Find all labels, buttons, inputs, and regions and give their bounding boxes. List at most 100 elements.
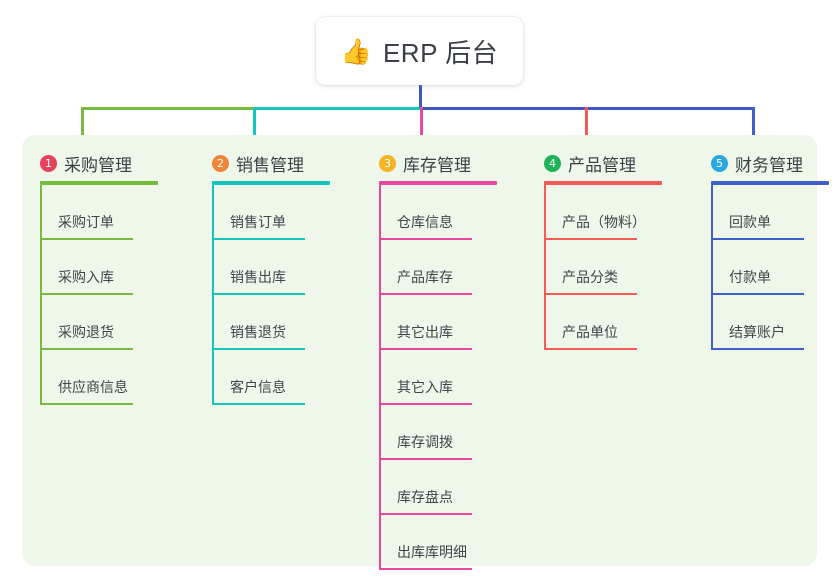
branch-spine — [40, 185, 42, 405]
branch-children: 回款单付款单结算账户 — [702, 185, 829, 350]
leaf-rule — [711, 348, 804, 350]
branch-column-3[interactable]: 3 库存管理仓库信息产品库存其它出库其它入库库存调拨库存盘点出库库明细 — [370, 148, 497, 570]
branch-header-2[interactable]: 2 销售管理 — [203, 148, 330, 178]
branch-header-3[interactable]: 3 库存管理 — [370, 148, 497, 178]
leaf-rule — [379, 458, 472, 460]
leaf-label: 产品库存 — [397, 269, 453, 285]
leaf-rule — [40, 348, 133, 350]
leaf-item[interactable]: 客户信息 — [203, 350, 330, 405]
branch-column-1[interactable]: 1 采购管理采购订单采购入库采购退货供应商信息 — [31, 148, 158, 405]
leaf-rule — [711, 293, 804, 295]
branch-spine — [212, 185, 214, 405]
leaf-label: 产品（物料） — [562, 214, 646, 230]
leaf-label: 采购退货 — [58, 324, 114, 340]
leaf-rule — [544, 348, 637, 350]
leaf-rule — [379, 568, 472, 570]
leaf-item[interactable]: 其它入库 — [370, 350, 497, 405]
leaf-label: 其它入库 — [397, 379, 453, 395]
leaf-item[interactable]: 产品分类 — [535, 240, 662, 295]
leaf-rule — [379, 403, 472, 405]
branch-header-5[interactable]: 5 财务管理 — [702, 148, 829, 178]
leaf-rule — [544, 238, 637, 240]
leaf-item[interactable]: 采购订单 — [31, 185, 158, 240]
branch-children: 销售订单销售出库销售退货客户信息 — [203, 185, 330, 405]
root-node-title: ERP 后台 — [382, 37, 499, 68]
branch-header-rule — [711, 181, 829, 185]
leaf-item[interactable]: 产品库存 — [370, 240, 497, 295]
branch-column-2[interactable]: 2 销售管理销售订单销售出库销售退货客户信息 — [203, 148, 330, 405]
leaf-item[interactable]: 回款单 — [702, 185, 829, 240]
leaf-label: 销售订单 — [230, 214, 286, 230]
leaf-rule — [379, 238, 472, 240]
leaf-item[interactable]: 产品单位 — [535, 295, 662, 350]
branch-children: 仓库信息产品库存其它出库其它入库库存调拨库存盘点出库库明细 — [370, 185, 497, 570]
branch-title: 销售管理 — [236, 155, 304, 175]
leaf-label: 供应商信息 — [58, 379, 128, 395]
branch-number-badge: 1 — [40, 154, 57, 172]
leaf-item[interactable]: 采购入库 — [31, 240, 158, 295]
branch-header-rule — [212, 181, 330, 185]
branch-spine — [711, 185, 713, 350]
connector-trunk — [419, 85, 422, 110]
branch-number-badge: 4 — [544, 154, 561, 172]
leaf-label: 采购订单 — [58, 214, 114, 230]
branch-title: 库存管理 — [403, 155, 471, 175]
branch-header-4[interactable]: 4 产品管理 — [535, 148, 662, 178]
branch-column-4[interactable]: 4 产品管理产品（物料） 产品分类产品单位 — [535, 148, 662, 350]
branch-header-1[interactable]: 1 采购管理 — [31, 148, 158, 178]
leaf-rule — [379, 348, 472, 350]
leaf-item[interactable]: 采购退货 — [31, 295, 158, 350]
leaf-item[interactable]: 付款单 — [702, 240, 829, 295]
leaf-item[interactable]: 销售订单 — [203, 185, 330, 240]
leaf-item[interactable]: 供应商信息 — [31, 350, 158, 405]
leaf-rule — [212, 403, 305, 405]
leaf-item[interactable]: 结算账户 — [702, 295, 829, 350]
root-node-erp-backend[interactable]: 👍 ERP 后台 — [316, 17, 523, 85]
leaf-item[interactable]: 库存盘点 — [370, 460, 497, 515]
leaf-label: 销售退货 — [230, 324, 286, 340]
branch-children: 产品（物料） 产品分类产品单位 — [535, 185, 662, 350]
leaf-rule — [379, 293, 472, 295]
leaf-rule — [379, 513, 472, 515]
leaf-label: 产品分类 — [562, 269, 618, 285]
leaf-rule — [212, 238, 305, 240]
leaf-label: 销售出库 — [230, 269, 286, 285]
branch-number-badge: 5 — [711, 154, 728, 172]
branch-header-rule — [544, 181, 662, 185]
leaf-rule — [544, 293, 637, 295]
leaf-item[interactable]: 销售退货 — [203, 295, 330, 350]
leaf-rule — [711, 238, 804, 240]
branch-number-badge: 3 — [379, 154, 396, 172]
branch-title: 财务管理 — [735, 155, 803, 175]
leaf-rule — [212, 348, 305, 350]
leaf-label: 客户信息 — [230, 379, 286, 395]
branch-column-5[interactable]: 5 财务管理回款单付款单结算账户 — [702, 148, 829, 350]
branches-panel — [22, 135, 817, 566]
branch-header-rule — [40, 181, 158, 185]
leaf-item[interactable]: 产品（物料） — [535, 185, 662, 240]
leaf-item[interactable]: 仓库信息 — [370, 185, 497, 240]
branch-spine — [379, 185, 381, 570]
leaf-label: 出库库明细 — [397, 544, 467, 560]
thumbs-up-icon: 👍 — [340, 36, 372, 66]
leaf-label: 采购入库 — [58, 269, 114, 285]
leaf-label: 产品单位 — [562, 324, 618, 340]
leaf-item[interactable]: 其它出库 — [370, 295, 497, 350]
connector-bus-green — [81, 107, 253, 110]
branch-header-rule — [379, 181, 497, 185]
leaf-item[interactable]: 出库库明细 — [370, 515, 497, 570]
leaf-item[interactable]: 库存调拨 — [370, 405, 497, 460]
branch-title: 采购管理 — [64, 155, 132, 175]
branch-number-badge: 2 — [212, 154, 229, 172]
branch-spine — [544, 185, 546, 350]
leaf-label: 其它出库 — [397, 324, 453, 340]
leaf-label: 结算账户 — [729, 324, 785, 340]
leaf-label: 回款单 — [729, 214, 771, 230]
leaf-label: 库存调拨 — [397, 434, 453, 450]
connector-bus-teal — [253, 107, 420, 110]
leaf-label: 仓库信息 — [397, 214, 453, 230]
leaf-rule — [40, 238, 133, 240]
leaf-item[interactable]: 销售出库 — [203, 240, 330, 295]
branch-title: 产品管理 — [568, 155, 636, 175]
